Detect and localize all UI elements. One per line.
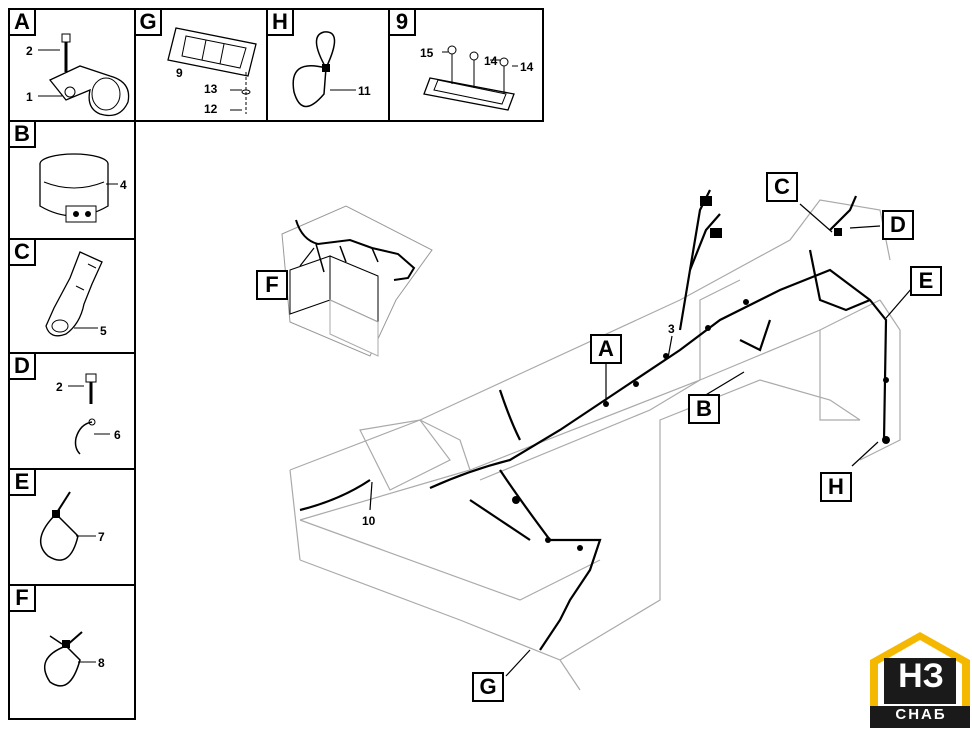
bracket-drawing: [45, 251, 103, 337]
callout-h: H: [820, 472, 852, 502]
panel-d: D 2 6: [8, 352, 136, 470]
part-label: 12: [204, 102, 218, 116]
panel-9: 9 15 14 14: [388, 8, 544, 122]
panel-letter: 9: [388, 8, 416, 36]
bulb-housing-drawing: [423, 45, 518, 111]
part-label: 4: [120, 178, 127, 192]
callout-f: F: [256, 270, 288, 300]
part-label: 14: [520, 60, 534, 74]
part-label: 13: [204, 82, 218, 96]
panel-letter: F: [8, 584, 36, 612]
callout-a: A: [590, 334, 622, 364]
ground-wire-drawing: [68, 373, 110, 455]
part-label: 10: [362, 514, 376, 528]
part-label: 14: [484, 54, 498, 68]
part-label: 2: [56, 380, 63, 394]
panel-c: C 5: [8, 238, 136, 354]
logo-main-text: НЗ: [898, 657, 944, 695]
part-label: 2: [26, 44, 33, 58]
callout-b: B: [688, 394, 720, 424]
cable-tie-drawing: [292, 31, 356, 108]
logo-sub-text: СНАБ: [895, 706, 947, 723]
part-label: 8: [98, 656, 105, 670]
logo-icon: [870, 632, 970, 728]
panel-f: F 8: [8, 584, 136, 720]
panel-letter: D: [8, 352, 36, 380]
housing-drawing: [167, 27, 257, 114]
callout-g: G: [472, 672, 504, 702]
part-label: 1: [26, 90, 33, 104]
panel-letter: B: [8, 120, 36, 148]
panel-letter: C: [8, 238, 36, 266]
panel-h: H 11: [266, 8, 390, 122]
callout-c: C: [766, 172, 798, 202]
part-label: 6: [114, 428, 121, 442]
part-label: 11: [358, 84, 371, 98]
part-label: 7: [98, 530, 105, 544]
part-label: 5: [100, 324, 107, 338]
panel-letter: E: [8, 468, 36, 496]
panel-letter: H: [266, 8, 294, 36]
callout-e: E: [910, 266, 942, 296]
panel-b: B 4: [8, 120, 136, 240]
panel-letter: A: [8, 8, 36, 36]
part-label: 15: [420, 46, 434, 60]
part-label: 3: [668, 322, 675, 336]
callout-d: D: [882, 210, 914, 240]
relay-drawing: [39, 153, 118, 223]
panel-a: A 2 1: [8, 8, 136, 122]
panel-g: G 9 13 12: [134, 8, 268, 122]
part-label: 9: [176, 66, 183, 80]
cable-tie-drawing: [39, 491, 96, 561]
panel-letter: G: [134, 8, 162, 36]
clamp-drawing: [38, 33, 130, 117]
cable-tie-drawing: [44, 631, 96, 687]
